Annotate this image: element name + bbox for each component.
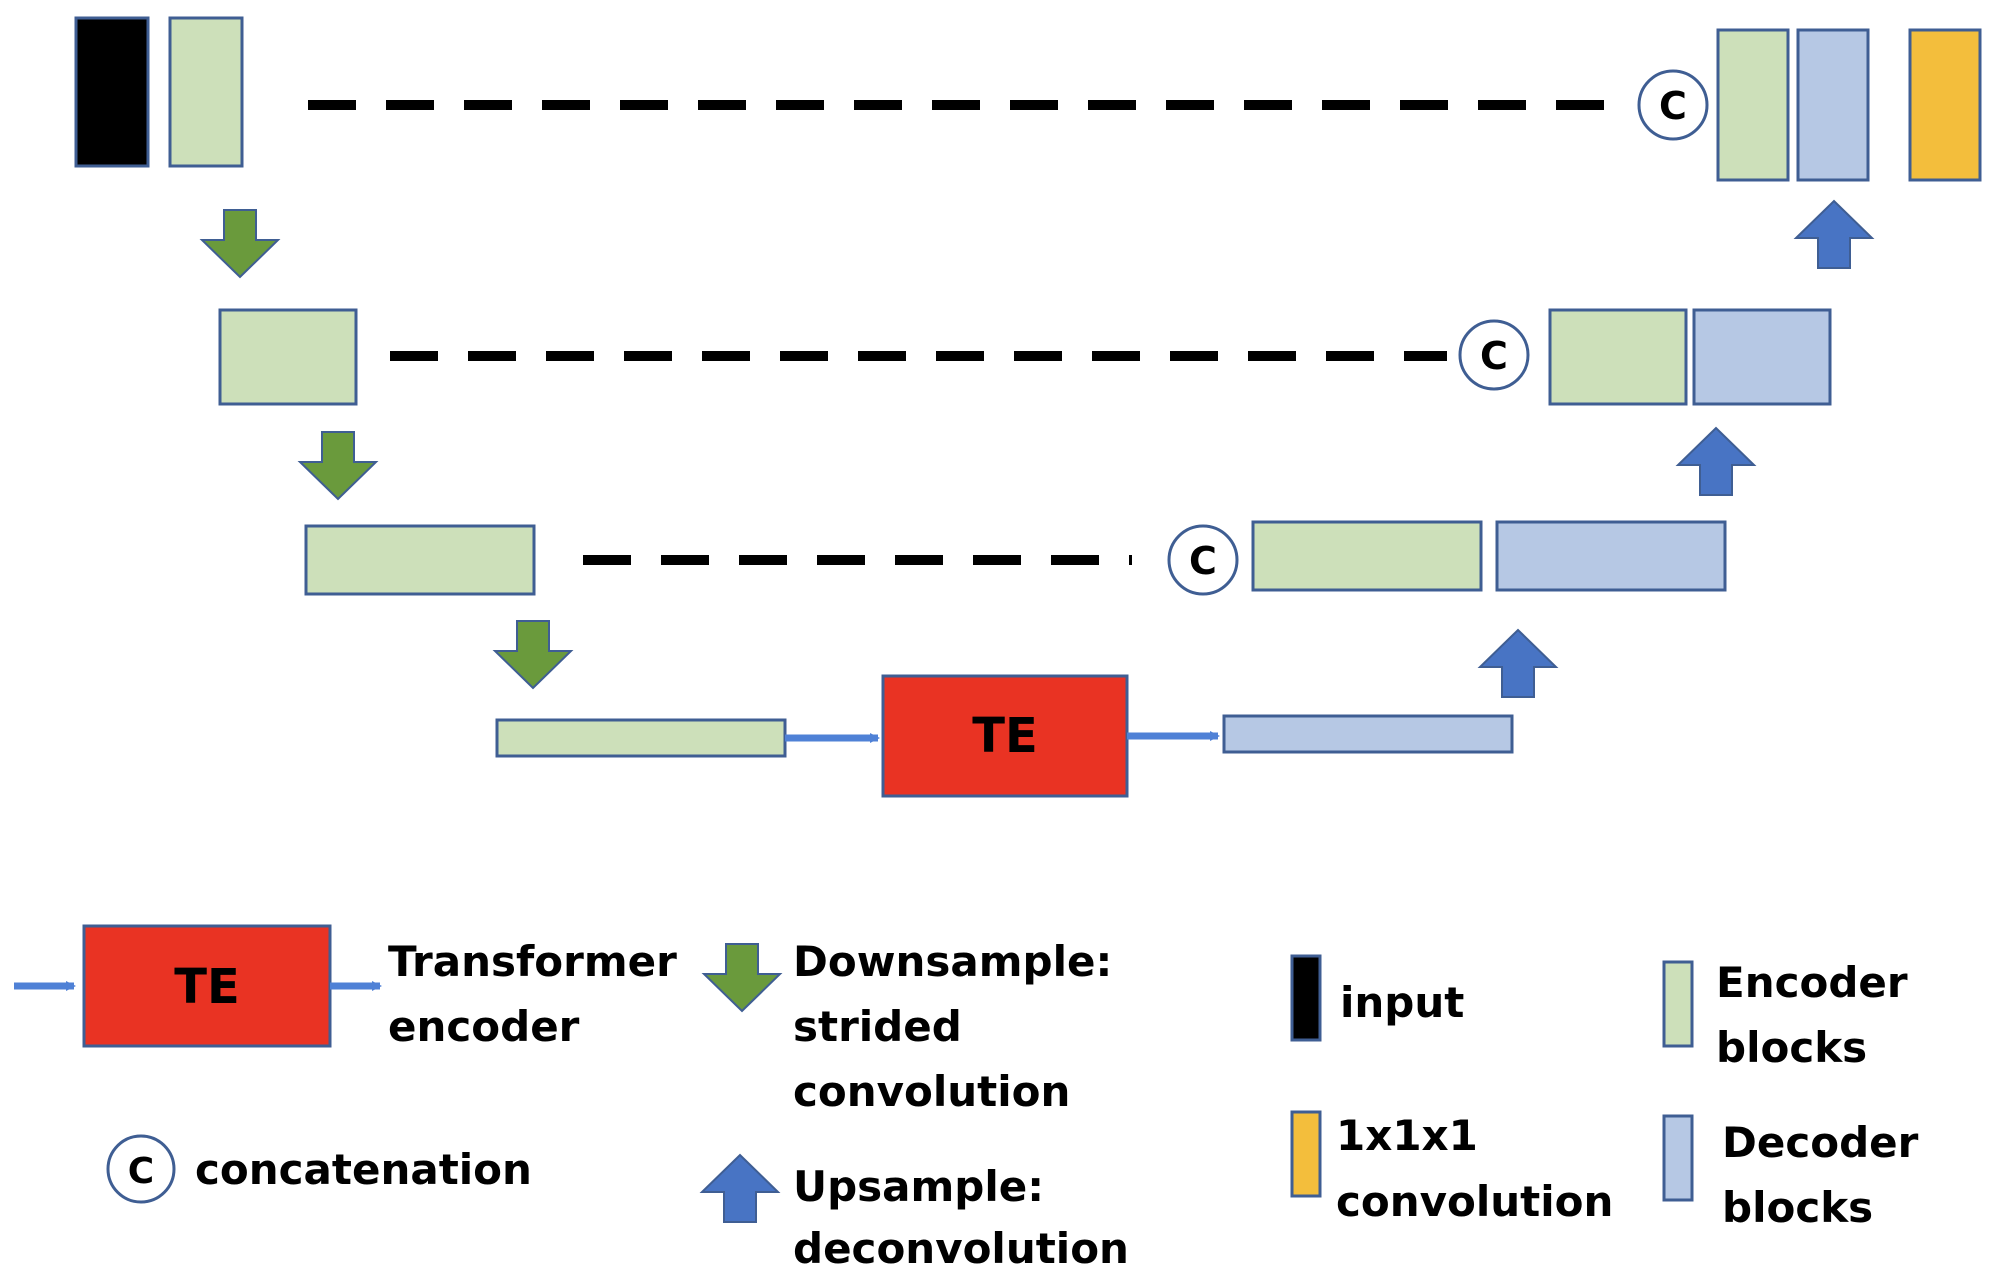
skip-encoder-block-level-3 (1251, 520, 1483, 592)
legend-te-block-label: TE (174, 959, 240, 1015)
upsample-arrow-1 (1793, 199, 1875, 269)
downsample-arrow-1 (199, 209, 281, 279)
skip-encoder-block-level-1 (1716, 28, 1790, 182)
legend-concat-label: concatenation (195, 1145, 532, 1194)
legend-upsample-arrow (699, 1153, 781, 1223)
legend: TE Transformer encoder C concatenation D… (14, 924, 1919, 1273)
input-block (74, 16, 150, 168)
transformer-encoder-block: TE (881, 674, 1129, 798)
encoder-block-level-1 (168, 16, 244, 168)
encoder-block-bottleneck (495, 718, 787, 758)
legend-conv-line1: 1x1x1 (1336, 1111, 1478, 1160)
concat-symbol-text: C (1659, 84, 1687, 128)
legend-concat-symbol (106, 1134, 176, 1204)
decoder-block-level-1 (1796, 28, 1870, 182)
legend-conv-block (1290, 1110, 1322, 1198)
decoder-block-level-2 (1692, 308, 1832, 406)
legend-down-line1: Downsample: (793, 937, 1112, 986)
concat-symbol-level-1: C (1637, 69, 1709, 141)
legend-enc-line1: Encoder (1716, 958, 1908, 1007)
legend-concat-symbol-text: C (128, 1151, 154, 1192)
concat-symbol-level-2: C (1458, 319, 1530, 391)
legend-downsample-arrow (701, 943, 783, 1013)
legend-te-text-line2: encoder (388, 1002, 580, 1051)
legend-conv-line2: convolution (1336, 1177, 1613, 1226)
legend-input-block (1290, 954, 1322, 1042)
concat-symbol-text: C (1480, 334, 1508, 378)
upsample-arrow-3 (1477, 628, 1559, 698)
legend-te-text-line1: Transformer (388, 937, 677, 986)
encoder-block-level-3 (304, 524, 536, 596)
legend-dec-line2: blocks (1722, 1183, 1873, 1232)
decoder-block-bottleneck (1222, 714, 1514, 754)
legend-down-line2: strided (793, 1002, 962, 1051)
legend-dec-line1: Decoder (1722, 1118, 1919, 1167)
downsample-arrow-2 (297, 431, 379, 501)
legend-decoder-block (1662, 1114, 1694, 1202)
upsample-arrow-2 (1675, 426, 1757, 496)
legend-up-line1: Upsample: (793, 1162, 1044, 1211)
conv-1x1x1-block (1908, 28, 1982, 182)
downsample-arrow-3 (492, 620, 574, 690)
legend-down-line3: convolution (793, 1067, 1070, 1116)
concat-symbol-level-3: C (1167, 524, 1239, 596)
legend-input-label: input (1340, 978, 1464, 1027)
legend-up-line2: deconvolution (793, 1224, 1129, 1273)
concat-symbol-text: C (1189, 539, 1217, 583)
te-label: TE (972, 708, 1038, 764)
legend-enc-line2: blocks (1716, 1023, 1867, 1072)
encoder-block-level-2 (218, 308, 358, 406)
decoder-block-level-3 (1495, 520, 1727, 592)
legend-encoder-block (1662, 960, 1694, 1048)
skip-encoder-block-level-2 (1548, 308, 1688, 406)
